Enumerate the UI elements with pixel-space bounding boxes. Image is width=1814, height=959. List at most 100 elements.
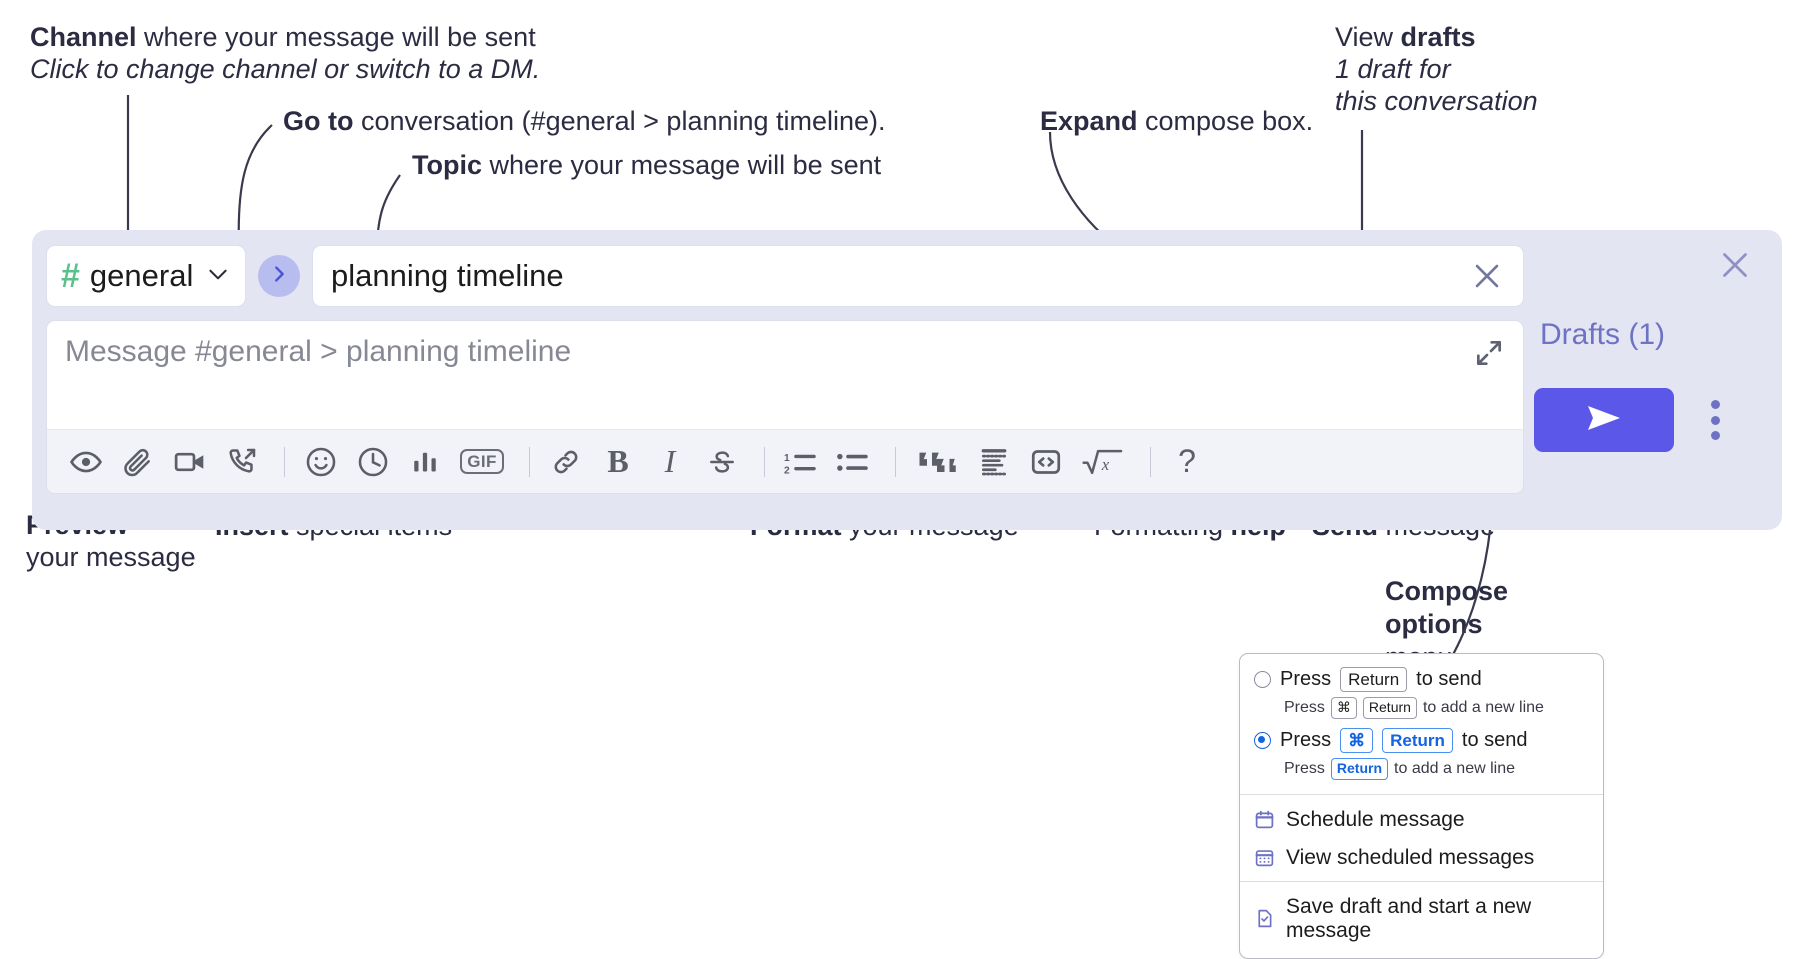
message-placeholder: Message #general > planning timeline xyxy=(65,335,572,368)
kebab-menu-icon xyxy=(1710,431,1720,440)
menu-item-label: View scheduled messages xyxy=(1286,845,1535,869)
toolbar-separator xyxy=(284,446,285,477)
menu-item-view-scheduled[interactable]: View scheduled messages xyxy=(1240,839,1603,877)
annotation-channel-rest: where your message will be sent xyxy=(136,22,536,52)
annotation-compose-options-bold1: Compose xyxy=(1385,576,1509,606)
calendar-grid-icon xyxy=(1254,847,1275,868)
code-block-icon[interactable] xyxy=(971,439,1017,485)
annotation-drafts-plain: View xyxy=(1335,22,1401,52)
gif-icon[interactable]: GIF xyxy=(454,439,510,485)
kebab-menu-icon xyxy=(1710,400,1720,409)
toolbar-separator xyxy=(764,446,765,477)
channel-selector-button[interactable]: # general xyxy=(46,245,246,307)
drafts-link[interactable]: Drafts (1) xyxy=(1540,318,1666,351)
send-mode-sub-pre: Press xyxy=(1284,759,1325,777)
strikethrough-icon[interactable] xyxy=(699,439,745,485)
annotation-channel-bold: Channel xyxy=(30,22,137,52)
bulleted-list-icon[interactable] xyxy=(830,439,876,485)
annotation-goto-bold: Go to xyxy=(283,106,354,136)
huddle-icon[interactable] xyxy=(219,439,265,485)
channel-name-label: general xyxy=(89,258,194,293)
compose-right-pane: Drafts (1) xyxy=(1492,230,1782,530)
draft-group: Save draft and start a new message xyxy=(1240,882,1603,958)
send-mode-sub-return: Press ⌘ Return to add a new line xyxy=(1240,695,1603,725)
send-mode-option-return[interactable]: Press Return to send xyxy=(1240,664,1603,695)
link-icon[interactable] xyxy=(543,439,589,485)
annotation-topic-bold: Topic xyxy=(412,150,482,180)
poll-icon[interactable] xyxy=(402,439,448,485)
key-return: Return xyxy=(1330,758,1389,780)
hash-icon: # xyxy=(61,257,80,295)
send-mode-sub-post: to add a new line xyxy=(1394,759,1516,777)
annotation-goto-rest: conversation (#general > planning timeli… xyxy=(353,106,886,136)
bold-label: B xyxy=(607,443,629,479)
annotation-goto: Go to conversation (#general > planning … xyxy=(283,106,886,138)
menu-divider xyxy=(1240,880,1603,882)
calendar-clock-icon xyxy=(1254,809,1275,830)
panel-close-icon[interactable] xyxy=(1714,244,1756,286)
key-command: ⌘ xyxy=(1340,727,1374,753)
send-mode-sub-pre: Press xyxy=(1284,699,1325,716)
annotation-preview-rest: your message xyxy=(26,541,196,572)
schedule-group: Schedule message View scheduled messages xyxy=(1240,795,1603,881)
gif-label: GIF xyxy=(460,449,504,474)
more-options-button[interactable] xyxy=(1700,396,1730,444)
attachment-icon[interactable] xyxy=(115,439,161,485)
italic-icon[interactable]: I xyxy=(647,439,693,485)
send-mode-post: to send xyxy=(1461,728,1528,751)
annotation-drafts: View drafts 1 draft for this conversatio… xyxy=(1335,22,1538,118)
math-icon[interactable]: x xyxy=(1075,439,1131,485)
code-icon[interactable] xyxy=(1023,439,1069,485)
svg-text:x: x xyxy=(1101,454,1110,473)
annotation-expand-rest: compose box. xyxy=(1137,106,1314,136)
schedule-icon[interactable] xyxy=(350,439,396,485)
compose-main-column: # general planning timeline Messag xyxy=(46,244,1524,494)
send-mode-sub-post: to add a new line xyxy=(1422,699,1544,716)
menu-item-schedule-message[interactable]: Schedule message xyxy=(1240,801,1603,839)
toolbar-separator xyxy=(895,446,896,477)
video-icon[interactable] xyxy=(167,439,213,485)
expand-diagonal-icon[interactable] xyxy=(1469,333,1509,373)
bold-icon[interactable]: B xyxy=(595,439,641,485)
annotation-drafts-italic2: this conversation xyxy=(1335,85,1538,116)
annotation-expand-bold: Expand xyxy=(1040,106,1138,136)
send-mode-post: to send xyxy=(1416,668,1482,691)
formatting-help-icon[interactable]: ? xyxy=(1164,439,1210,485)
radio-icon[interactable] xyxy=(1254,671,1271,689)
menu-item-save-draft[interactable]: Save draft and start a new message xyxy=(1240,888,1603,950)
topic-value: planning timeline xyxy=(331,258,564,293)
menu-divider xyxy=(1240,793,1603,795)
key-command: ⌘ xyxy=(1330,697,1357,719)
send-mode-sub-cmd-return: Press Return to add a new line xyxy=(1240,756,1603,786)
formatting-help-label: ? xyxy=(1178,443,1196,479)
italic-label: I xyxy=(664,443,676,479)
svg-text:2: 2 xyxy=(784,465,790,476)
radio-icon-selected[interactable] xyxy=(1254,731,1271,749)
annotation-channel-italic: Click to change channel or switch to a D… xyxy=(30,53,541,84)
annotation-expand: Expand compose box. xyxy=(1040,106,1313,138)
message-input[interactable]: Message #general > planning timeline xyxy=(47,321,1523,429)
key-return: Return xyxy=(1362,697,1417,719)
send-mode-pre: Press xyxy=(1280,668,1332,691)
annotation-topic-rest: where your message will be sent xyxy=(482,150,882,180)
topic-input[interactable]: planning timeline xyxy=(312,245,1524,307)
chevron-right-icon xyxy=(268,263,290,290)
close-icon[interactable] xyxy=(1467,256,1507,296)
send-button[interactable] xyxy=(1534,388,1674,452)
send-mode-option-cmd-return[interactable]: Press ⌘ Return to send xyxy=(1240,725,1603,756)
toolbar-separator xyxy=(529,446,530,477)
key-return: Return xyxy=(1340,667,1408,693)
emoji-icon[interactable] xyxy=(298,439,344,485)
blockquote-icon[interactable] xyxy=(909,439,965,485)
preview-icon[interactable] xyxy=(63,439,109,485)
goto-conversation-button[interactable] xyxy=(258,255,300,297)
menu-item-label: Save draft and start a new message xyxy=(1286,894,1532,942)
send-mode-pre: Press xyxy=(1280,728,1332,751)
kebab-menu-icon xyxy=(1710,415,1720,425)
svg-text:1: 1 xyxy=(784,452,790,463)
compose-widget: # general planning timeline Messag xyxy=(32,230,1782,530)
annotation-channel: Channel where your message will be sent … xyxy=(30,22,540,86)
channel-topic-row: # general planning timeline xyxy=(46,244,1524,308)
compose-options-menu: Press Return to send Press ⌘ Return to a… xyxy=(1239,653,1604,959)
